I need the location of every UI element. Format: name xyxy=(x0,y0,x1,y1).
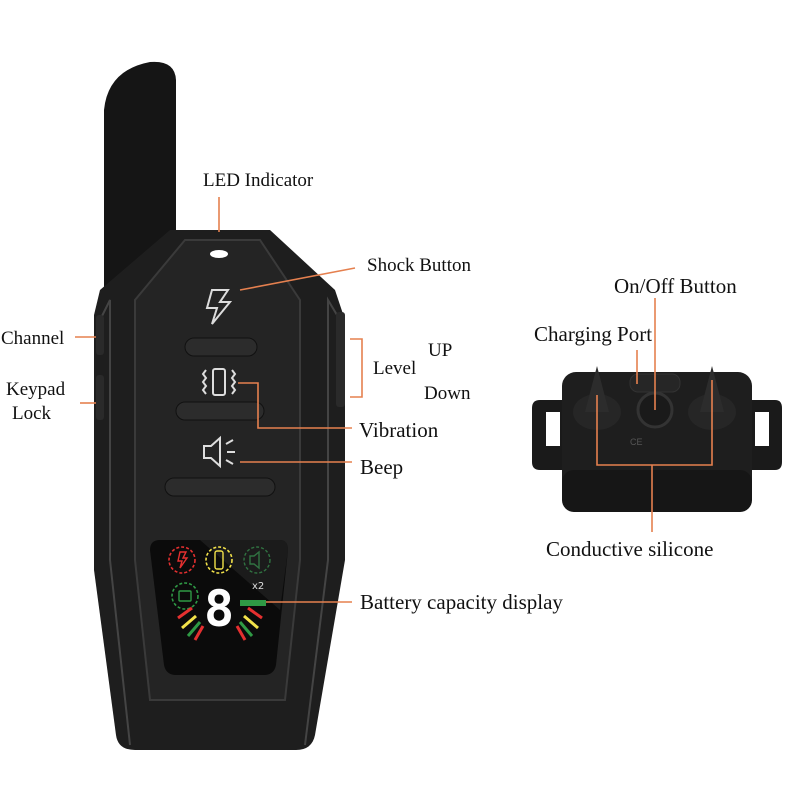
label-beep: Beep xyxy=(360,455,404,479)
label-battery-capacity-display: Battery capacity display xyxy=(360,590,563,614)
display-shock-icon xyxy=(177,551,189,569)
label-vibration: Vibration xyxy=(359,418,439,442)
level-rocker xyxy=(336,312,345,407)
label-conductive-silicone: Conductive silicone xyxy=(546,537,714,561)
lcd-screen xyxy=(150,540,288,675)
display-digit: 8 xyxy=(204,580,235,638)
vibration-icon xyxy=(201,368,237,396)
battery-bars xyxy=(240,600,266,606)
label-charging-port: Charging Port xyxy=(534,322,653,346)
keypad-lock-button xyxy=(96,375,104,420)
label-up: UP xyxy=(428,340,453,361)
display-vibration-icon xyxy=(214,550,224,570)
dog-count: x2 xyxy=(252,581,265,592)
led-indicator xyxy=(210,250,228,258)
label-down: Down xyxy=(424,383,471,404)
shock-icon xyxy=(205,289,233,325)
leader-lines xyxy=(75,197,713,603)
display-lock-icon xyxy=(178,590,192,602)
display-beep-icon xyxy=(249,550,260,570)
speaker-icon xyxy=(203,435,235,469)
ce-marking: CE xyxy=(630,437,643,447)
label-keypad: Keypad xyxy=(6,379,66,400)
label-channel: Channel xyxy=(1,328,65,349)
label-level: Level xyxy=(373,358,417,379)
label-lock: Lock xyxy=(12,403,52,424)
label-led-indicator: LED Indicator xyxy=(203,170,314,191)
label-shock-button: Shock Button xyxy=(367,255,471,276)
channel-button xyxy=(96,315,104,355)
label-on-off-button: On/Off Button xyxy=(614,274,737,298)
